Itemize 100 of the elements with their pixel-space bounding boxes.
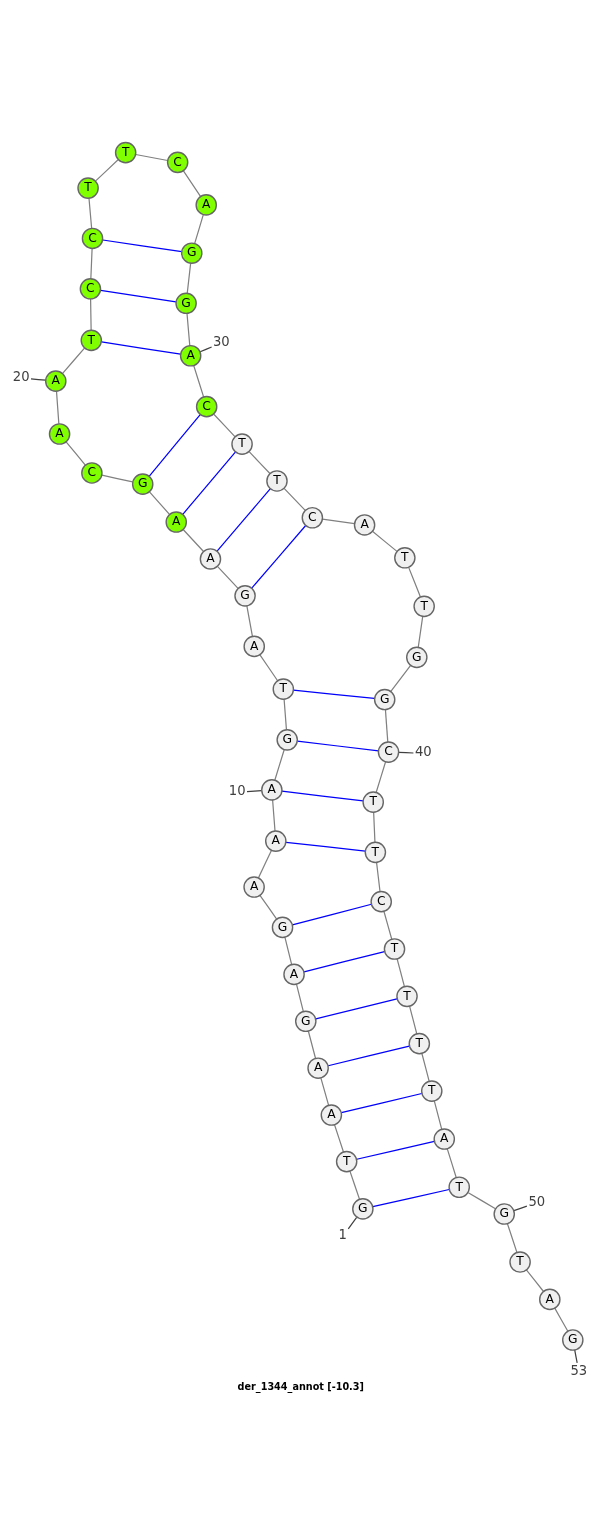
connector xyxy=(186,312,191,346)
node-circle: A xyxy=(353,513,376,536)
node-circle: G xyxy=(493,1202,516,1225)
connector xyxy=(375,861,381,892)
node-circle: C xyxy=(166,151,189,173)
node-circle: A xyxy=(199,547,222,570)
node-circle: G xyxy=(180,241,203,264)
connector xyxy=(307,1030,317,1059)
connector xyxy=(257,849,273,878)
node-circle: G xyxy=(295,1010,317,1032)
connector xyxy=(417,615,424,648)
connector xyxy=(65,440,86,466)
connector xyxy=(246,789,263,792)
connector xyxy=(182,450,237,515)
connector xyxy=(216,565,239,589)
connector xyxy=(199,345,213,352)
connector xyxy=(259,653,279,681)
connector xyxy=(182,528,205,552)
connector xyxy=(285,841,366,852)
connector xyxy=(398,751,415,754)
node-circle: G xyxy=(352,1197,374,1220)
connector xyxy=(506,1222,518,1253)
connector xyxy=(315,997,398,1019)
node-text: 10 xyxy=(228,782,246,798)
node-circle: A xyxy=(195,193,218,216)
connector xyxy=(320,1077,330,1106)
connector xyxy=(148,413,201,477)
node-circle: G xyxy=(131,472,154,495)
connector xyxy=(102,238,183,252)
node-circle: G xyxy=(562,1328,584,1351)
node-circle: C xyxy=(195,395,218,417)
node-circle: G xyxy=(175,292,197,314)
connector xyxy=(55,390,60,424)
node-circle: A xyxy=(48,422,71,445)
node-circle: G xyxy=(373,688,396,710)
connector xyxy=(100,289,177,302)
node-circle: G xyxy=(271,916,294,938)
connector xyxy=(148,490,171,515)
connector xyxy=(373,811,376,843)
node-text: 20 xyxy=(12,368,30,384)
caption: der_1344_annot [-10.3] xyxy=(237,1380,364,1392)
connector xyxy=(446,1147,457,1178)
connector xyxy=(193,364,205,397)
connector xyxy=(347,1216,358,1229)
connector xyxy=(525,1268,545,1292)
connector xyxy=(372,530,398,552)
node-text: 50 xyxy=(528,1193,546,1209)
connector xyxy=(327,1044,410,1066)
connector xyxy=(90,297,92,331)
node-circle: A xyxy=(539,1288,561,1310)
connector xyxy=(372,1188,450,1207)
node-circle: C xyxy=(370,890,393,912)
connector xyxy=(283,698,288,730)
node-circle: G xyxy=(234,584,256,607)
node-circle: T xyxy=(266,469,288,492)
node-text: 53 xyxy=(570,1362,588,1378)
node-circle: A xyxy=(261,778,283,801)
node-circle: T xyxy=(420,1079,443,1102)
node-circle: G xyxy=(276,728,299,751)
node-circle: T xyxy=(335,1150,358,1172)
connector xyxy=(88,197,93,229)
connector xyxy=(349,1170,361,1200)
connector xyxy=(101,474,134,483)
connector xyxy=(216,487,271,552)
connector xyxy=(284,936,293,965)
node-circle: T xyxy=(364,841,387,863)
connector xyxy=(246,604,254,637)
connector xyxy=(421,1052,430,1082)
node-circle: A xyxy=(44,369,67,392)
node-text: 30 xyxy=(212,333,230,349)
connector xyxy=(356,1140,435,1160)
connector xyxy=(248,450,271,474)
connector xyxy=(333,1123,345,1153)
node-circle: C xyxy=(377,740,400,763)
connector xyxy=(574,1348,578,1364)
connector xyxy=(274,748,285,781)
node-circle: C xyxy=(81,461,103,484)
node-text: 1 xyxy=(338,1226,347,1242)
connector xyxy=(259,894,278,919)
connector xyxy=(182,169,202,197)
node-circle: T xyxy=(231,432,253,455)
connector xyxy=(272,798,276,832)
connector xyxy=(194,213,204,244)
connector xyxy=(467,1191,497,1209)
node-circle: A xyxy=(307,1056,329,1079)
connector xyxy=(396,957,406,987)
connector xyxy=(251,524,307,589)
node-circle: T xyxy=(394,546,416,569)
node-circle: T xyxy=(383,937,406,960)
node-circle: T xyxy=(80,329,103,351)
node-circle: T xyxy=(509,1250,531,1273)
connector xyxy=(390,664,412,692)
connector xyxy=(213,413,236,437)
connector xyxy=(554,1307,569,1332)
node-circle: G xyxy=(406,646,428,668)
node-circle: A xyxy=(165,510,188,533)
node-circle: T xyxy=(396,985,418,1007)
connector xyxy=(283,487,306,511)
connector xyxy=(303,950,386,972)
node-circle: T xyxy=(114,141,137,163)
